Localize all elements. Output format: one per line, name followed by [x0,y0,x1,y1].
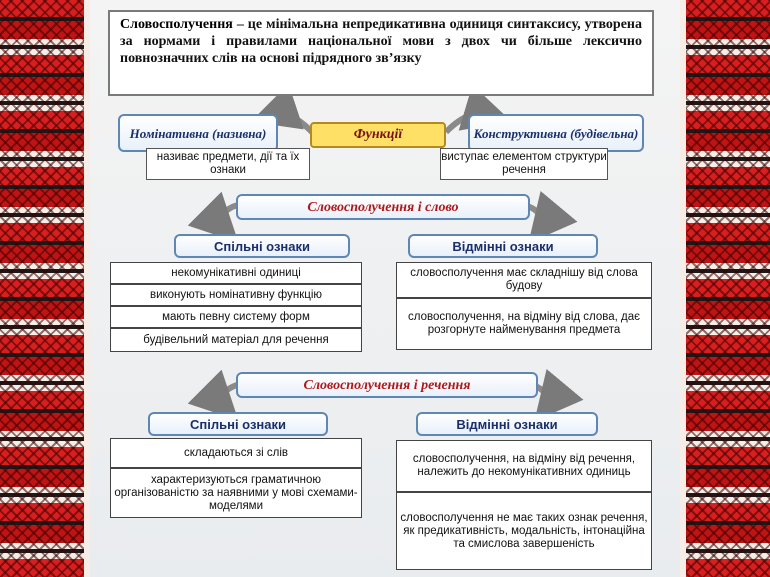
word-common-item: будівельний матеріал для речення [110,328,362,352]
sentence-diff-item: словосполучення, на відміну від речення,… [396,440,652,492]
section-word-title: Словосполучення і слово [236,194,530,220]
nominative-function-description: називає предмети, дії та їх ознаки [146,148,310,180]
diagram-canvas: Словосполучення – це мінімальна непредик… [90,0,680,577]
word-common-item: некомунікативні одиниці [110,262,362,284]
word-common-item: мають певну систему форм [110,306,362,328]
section-word-diff-title: Відмінні ознаки [408,234,598,258]
constructive-function-title: Конструктивна (будівельна) [468,114,644,152]
sentence-diff-item: словосполучення не має таких ознак речен… [396,492,652,570]
ornament-border-left [0,0,90,577]
section-sentence-common-title: Спільні ознаки [148,412,328,436]
definition-box: Словосполучення – це мінімальна непредик… [108,10,654,96]
word-diff-item: словосполучення, на відміну від слова, д… [396,298,652,350]
word-diff-item: словосполучення має складнішу від слова … [396,262,652,298]
nominative-function-title: Номінативна (називна) [118,114,278,152]
sentence-common-item: характеризуються граматичною організован… [110,468,362,518]
section-word-common-title: Спільні ознаки [174,234,350,258]
section-sentence-title: Словосполучення і речення [236,372,538,398]
ornament-border-right [680,0,770,577]
functions-center-label: Функції [310,122,446,148]
sentence-common-item: складаються зі слів [110,438,362,468]
section-sentence-diff-title: Відмінні ознаки [416,412,598,436]
constructive-function-description: виступає елементом структури речення [440,148,608,180]
word-common-item: виконують номінативну функцію [110,284,362,306]
definition-term: Словосполучення [120,17,233,32]
